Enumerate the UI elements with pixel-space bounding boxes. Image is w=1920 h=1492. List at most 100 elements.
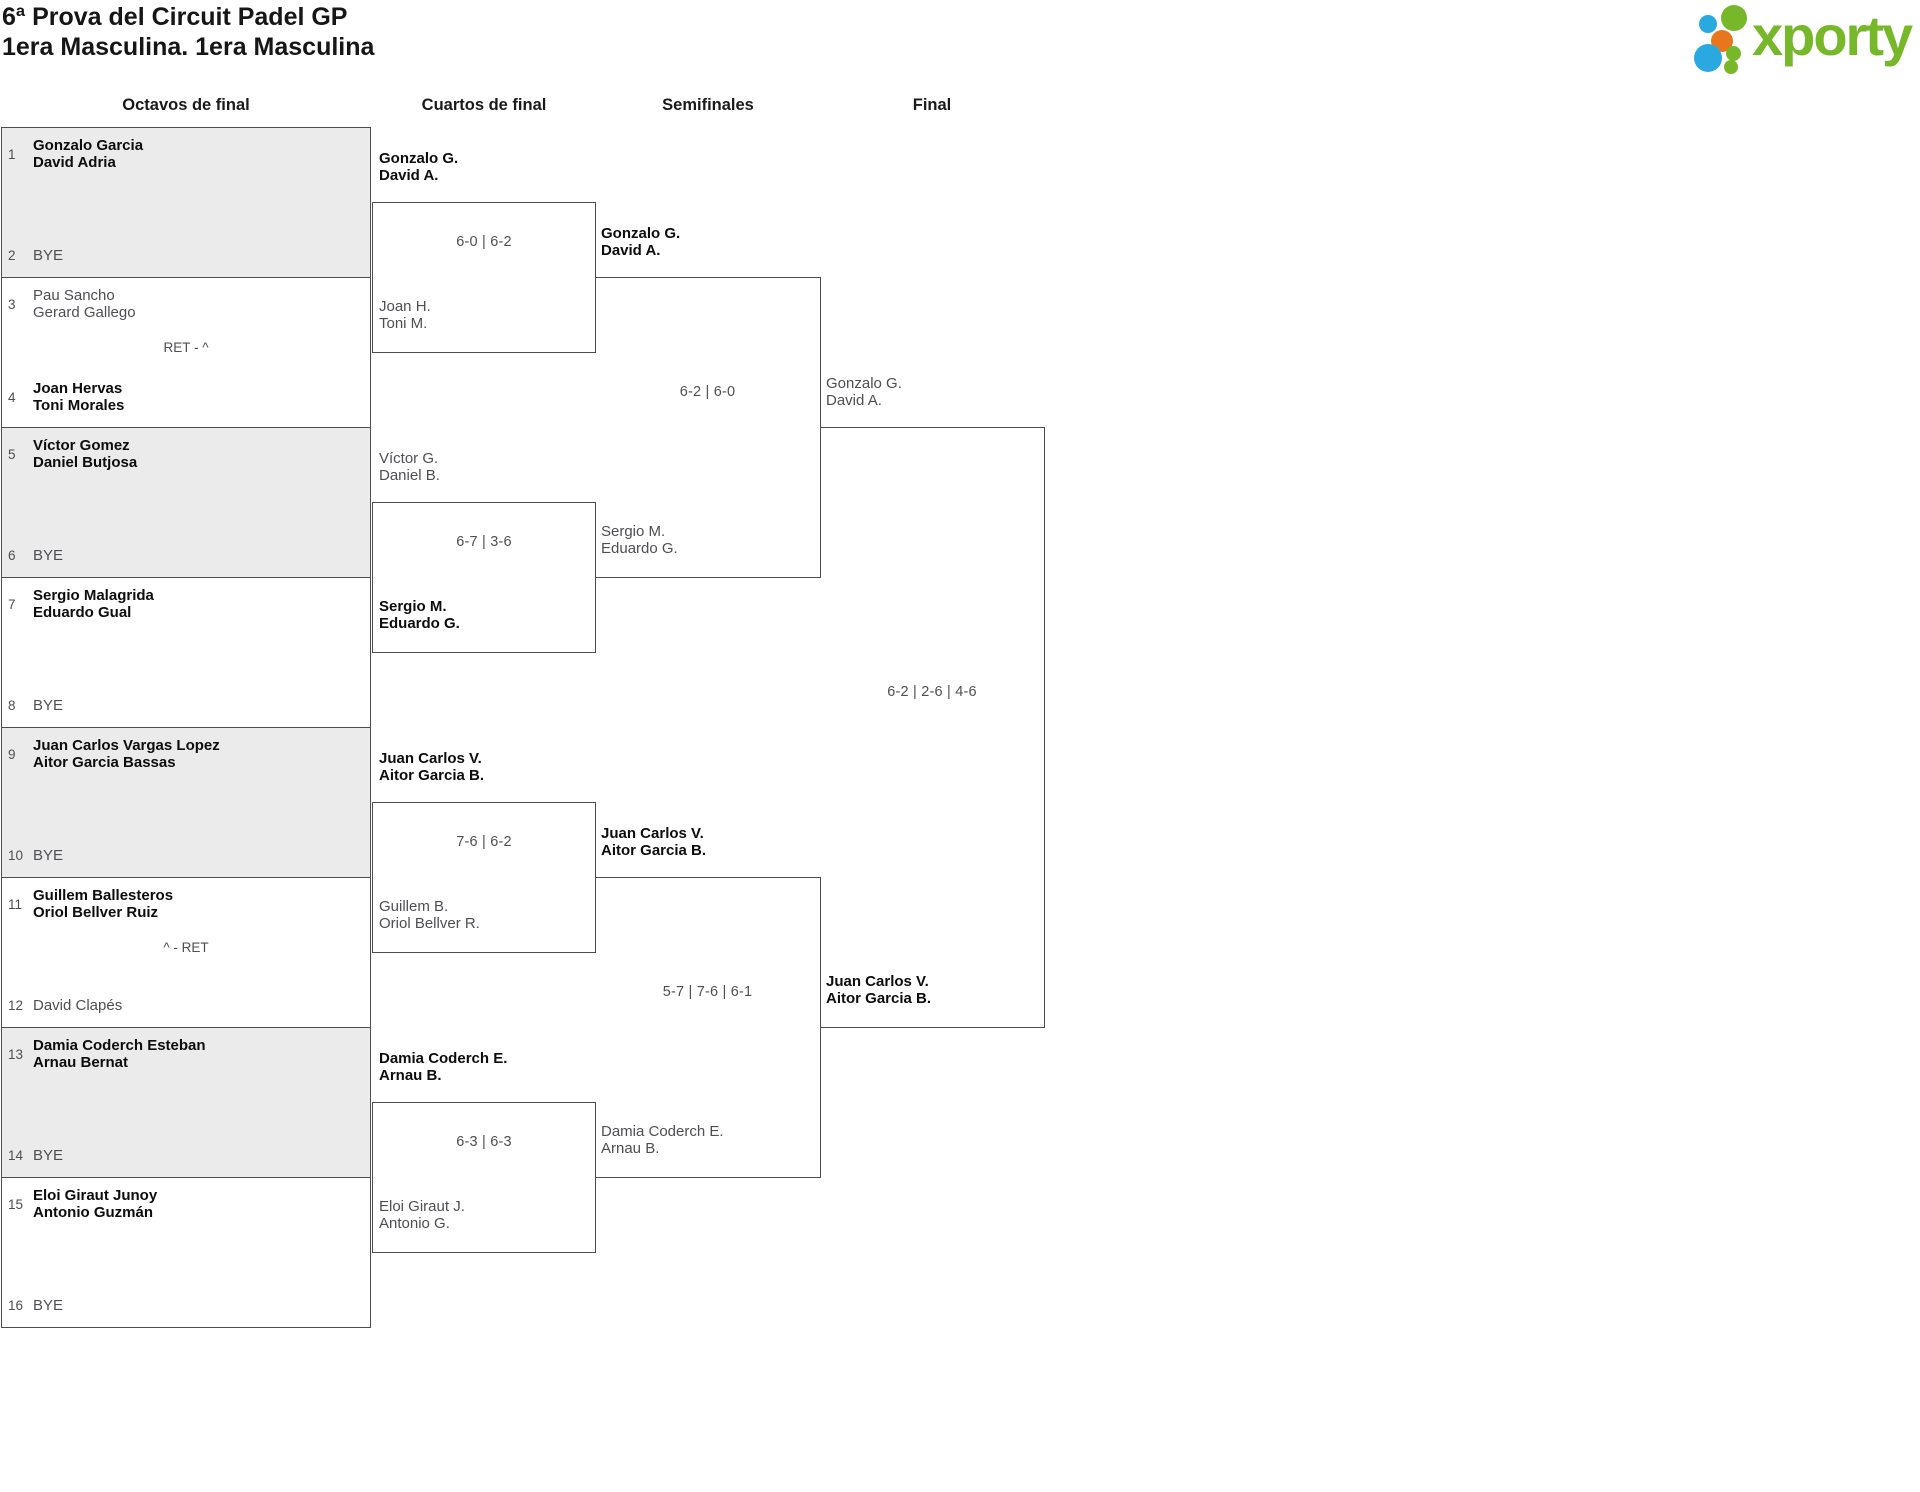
team-slot: 8 BYE: [8, 697, 366, 714]
seed-number: 7: [8, 596, 16, 612]
seed-number: 15: [8, 1196, 24, 1212]
team-name: Juan Carlos V.Aitor Garcia B.: [379, 750, 485, 784]
match-score: 6-0 | 6-2: [456, 233, 512, 250]
round-header-final: Final: [912, 96, 952, 114]
match-score: 6-2 | 6-0: [679, 383, 736, 400]
page-subtitle: 1era Masculina. 1era Masculina: [2, 33, 375, 61]
retirement-note: ^ - RET: [163, 939, 209, 955]
seed-number: 8: [8, 698, 16, 713]
team-name: Sergio M.Eduardo G.: [379, 598, 460, 632]
match-score: 5-7 | 7-6 | 6-1: [662, 983, 753, 1000]
seed-number: 14: [8, 1148, 24, 1163]
round-header-semifinales: Semifinales: [662, 96, 754, 114]
logo-dot-green-large: [1721, 5, 1747, 31]
qf-match-box: Damia Coderch E.Arnau B. Eloi Giraut J.An…: [372, 1050, 596, 1253]
seed-number: 2: [8, 248, 16, 263]
team-name: Eloi Giraut J.Antonio G.: [379, 1198, 465, 1232]
team-name: Guillem B.Oriol Bellver R.: [379, 898, 480, 932]
team-name: Damia Coderch E.Arnau B.: [379, 1050, 508, 1084]
team-name: David Clapés: [33, 997, 123, 1014]
match-score: 6-2 | 2-6 | 4-6: [887, 683, 977, 700]
seed-number: 5: [8, 446, 16, 462]
final-match-box: Gonzalo G.David A. Juan Carlos V.Aitor Ga…: [820, 375, 1045, 1028]
qf-match-box: Gonzalo G.David A. Joan H.Toni M. 6-0 | 6-…: [372, 150, 596, 353]
team-name: Gonzalo G.David A.: [601, 225, 681, 259]
qf-match-box: Víctor G.Daniel B. Sergio M.Eduardo G. 6-7…: [372, 450, 596, 653]
seed-number: 3: [8, 296, 16, 312]
team-name: Gonzalo G.David A.: [826, 375, 902, 409]
logo-dot-blue-small: [1699, 15, 1717, 33]
seed-number: 6: [8, 548, 16, 563]
xporty-logo[interactable]: xporty: [1692, 4, 1920, 78]
match-score: 6-7 | 3-6: [456, 533, 512, 550]
seed-number: 12: [8, 998, 24, 1013]
logo-dot-blue-large: [1694, 44, 1722, 72]
seed-number: 16: [8, 1298, 24, 1313]
seed-number: 1: [8, 146, 16, 162]
team-name: Damia Coderch E.Arnau B.: [601, 1123, 724, 1157]
team-name: BYE: [33, 247, 64, 264]
team-name: Gonzalo G.David A.: [379, 150, 459, 184]
team-name: Juan Carlos V.Aitor Garcia B.: [601, 825, 707, 859]
seed-number: 9: [8, 746, 16, 762]
retirement-note: RET - ^: [163, 339, 209, 355]
team-name: Víctor G.Daniel B.: [379, 450, 440, 484]
team-slot: 16 BYE: [8, 1297, 366, 1314]
team-name: BYE: [33, 547, 64, 564]
round-header-cuartos: Cuartos de final: [421, 96, 547, 114]
seed-number: 10: [8, 848, 24, 863]
team-name: BYE: [33, 1147, 64, 1164]
team-slot: 6 BYE: [8, 547, 366, 564]
team-slot: 10 BYE: [8, 847, 366, 864]
team-name: Sergio M.Eduardo G.: [601, 523, 678, 557]
team-name: BYE: [33, 1297, 64, 1314]
sf-match-box: Juan Carlos V.Aitor Garcia B. Damia Coder…: [595, 825, 821, 1178]
logo-dot-green-mid: [1726, 46, 1741, 61]
logo-wordmark: xporty: [1752, 4, 1913, 67]
team-slot: 14 BYE: [8, 1147, 366, 1164]
match-score: 6-3 | 6-3: [456, 1133, 512, 1150]
match-score: 7-6 | 6-2: [456, 833, 512, 850]
seed-number: 4: [8, 389, 16, 405]
team-slot: 12 David Clapés: [8, 997, 366, 1014]
team-name: BYE: [33, 847, 64, 864]
seed-number: 11: [8, 896, 23, 912]
team-slot: 2 BYE: [8, 247, 366, 264]
team-name: BYE: [33, 697, 64, 714]
qf-match-box: Juan Carlos V.Aitor Garcia B. Guillem B.O…: [372, 750, 596, 953]
team-name: Joan H.Toni M.: [379, 298, 431, 332]
team-name: Juan Carlos V.Aitor Garcia B.: [826, 973, 932, 1007]
title-block: 6ª Prova del Circuit Padel GP 1era Mascu…: [2, 2, 374, 62]
logo-dot-green-bottom: [1724, 60, 1738, 74]
page-title: 6ª Prova del Circuit Padel GP: [2, 3, 348, 31]
round-header-octavos: Octavos de final: [122, 96, 250, 114]
sf-match-box: Gonzalo G.David A. Sergio M.Eduardo G. 6-2…: [595, 225, 821, 578]
seed-number: 13: [8, 1046, 24, 1062]
